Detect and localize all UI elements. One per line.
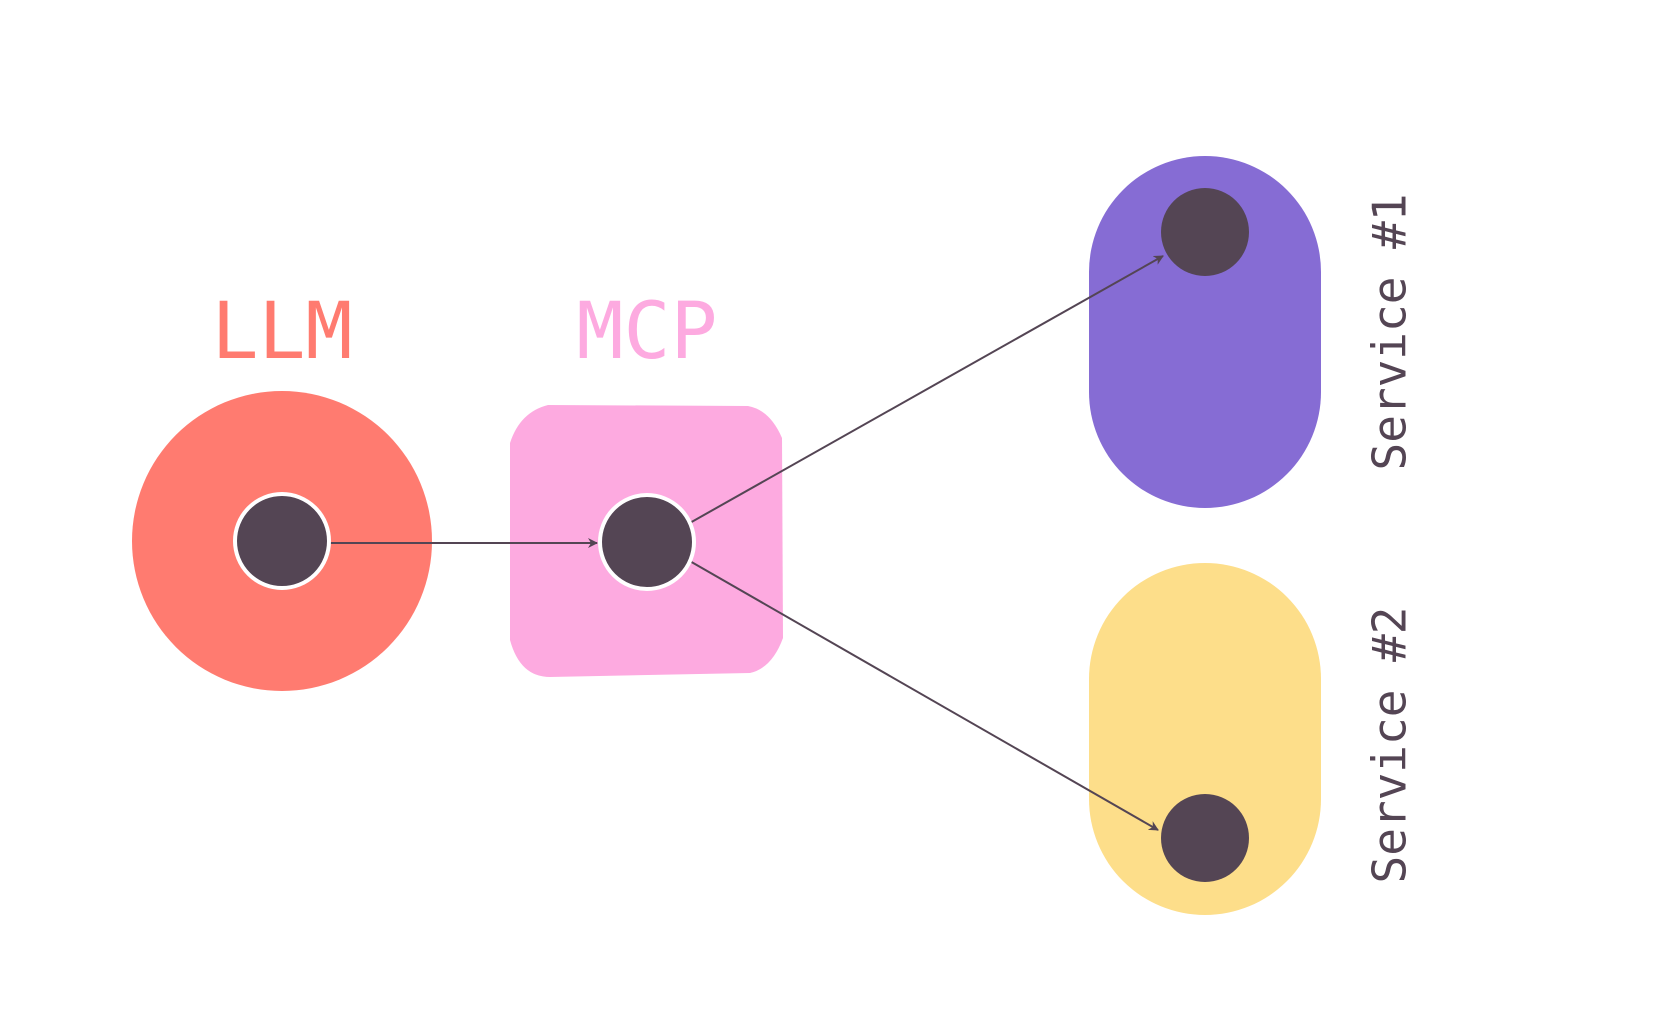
llm-label: LLM xyxy=(212,287,353,377)
arrow-mcp-to-service-1 xyxy=(687,255,1164,525)
service-2-dot-icon xyxy=(1161,794,1249,882)
service-2-node xyxy=(1089,563,1321,915)
service-1-label: Service #1 xyxy=(1363,194,1417,471)
service-1-node xyxy=(1089,156,1321,508)
service-1-dot-icon xyxy=(1161,188,1249,276)
arrow-mcp-to-service-2 xyxy=(687,559,1159,831)
mcp-label: MCP xyxy=(577,287,718,377)
mcp-dot-icon xyxy=(598,493,696,591)
llm-dot-icon xyxy=(233,492,331,590)
service-2-label: Service #2 xyxy=(1363,607,1417,884)
